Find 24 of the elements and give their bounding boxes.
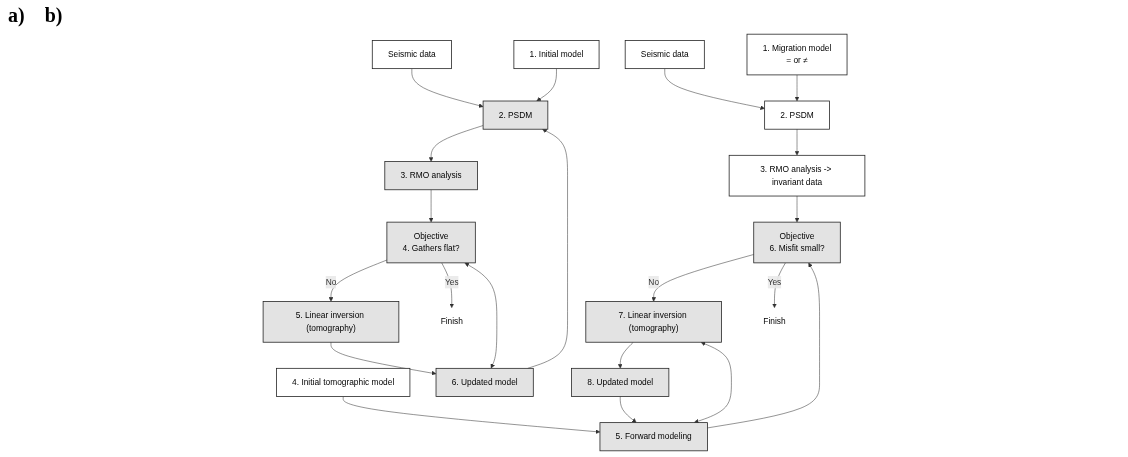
- node-box: 6. Updated model: [435, 367, 534, 397]
- node-box: 1. Migration model = or ≠: [746, 33, 848, 76]
- node-box: 8. Updated model: [571, 367, 670, 397]
- edge-label: No: [648, 277, 660, 287]
- node-text: Finish: [440, 317, 463, 327]
- node-box: Objective 4. Gathers flat?: [386, 221, 476, 264]
- node-text: Finish: [763, 317, 786, 327]
- node-box: 2. PSDM: [482, 100, 549, 130]
- edge-label: Yes: [767, 277, 782, 287]
- node-box: 5. Forward modeling: [599, 422, 708, 452]
- node-box: 4. Initial tomographic model: [276, 367, 411, 397]
- node-box: 2. PSDM: [764, 100, 830, 130]
- edge-label: No: [325, 277, 337, 287]
- node-box: 3. RMO analysis: [384, 161, 478, 191]
- node-box: 7. Linear inversion (tomography): [585, 301, 722, 343]
- node-box: 5. Linear inversion (tomography): [262, 301, 400, 343]
- node-box: Seismic data: [624, 40, 705, 70]
- node-box: 3. RMO analysis -> invariant data: [728, 154, 866, 197]
- panel-label: b): [44, 4, 63, 26]
- panel-label: a): [8, 4, 25, 26]
- node-box: 1. Initial model: [513, 40, 600, 70]
- node-box: Objective 6. Misfit small?: [753, 221, 841, 264]
- edge-label: Yes: [444, 277, 459, 287]
- node-box: Seismic data: [371, 40, 452, 70]
